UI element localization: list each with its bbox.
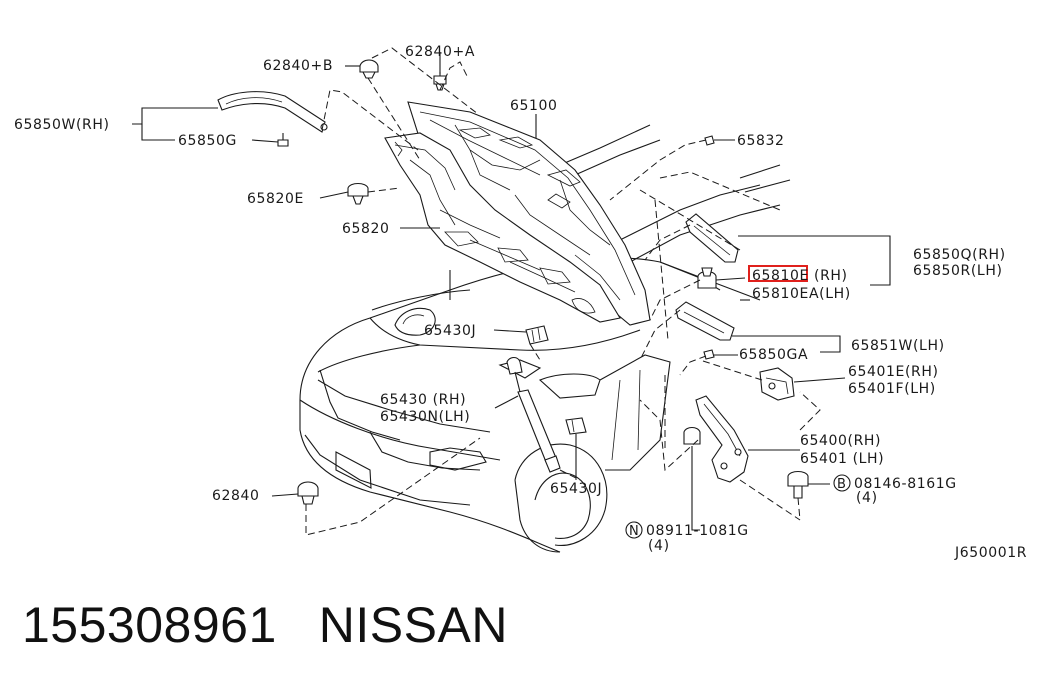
label-65850w: 65850W(RH) <box>14 117 110 133</box>
clip-65850g <box>277 133 289 147</box>
bolt-marker-circle <box>833 474 851 492</box>
label-65820: 65820 <box>342 221 390 237</box>
label-65832: 65832 <box>737 133 785 149</box>
side-moulding-65851w <box>675 301 735 341</box>
nut-marker-circle <box>625 521 643 539</box>
label-62840-b: 62840+B <box>263 58 333 74</box>
bolt-08146 <box>787 470 809 499</box>
hood-stay-65430 <box>506 356 561 473</box>
hood-hinge-65400 <box>683 395 749 483</box>
label-65430: 65430 (RH) <box>380 392 466 408</box>
stay-rest-65430j-top <box>525 325 549 345</box>
clip-62840 <box>297 481 319 505</box>
pin-65832 <box>704 135 735 146</box>
label-65851w: 65851W(LH) <box>851 338 945 354</box>
caption-brand: NISSAN <box>318 597 508 653</box>
leader-lines <box>132 52 891 531</box>
label-08146-marker: B <box>837 477 847 492</box>
caption-part-number: 155308961 <box>22 597 277 653</box>
label-08911: 08911-1081G <box>646 523 749 539</box>
label-65100: 65100 <box>510 98 558 114</box>
hood-lock-65401e <box>759 367 795 401</box>
hood-front-moulding <box>217 91 328 133</box>
label-65850r: 65850R(LH) <box>913 263 1003 279</box>
label-08911-marker: N <box>629 524 639 539</box>
hood-insulator <box>384 132 621 323</box>
highlight-box <box>748 265 808 282</box>
label-65430j-top: 65430J <box>424 323 476 339</box>
caption: 155308961 NISSAN <box>22 596 550 654</box>
label-65810e: 65810E (RH) <box>752 268 848 284</box>
label-08911-qty: (4) <box>648 538 670 554</box>
label-65400: 65400(RH) <box>800 433 881 449</box>
label-65850g: 65850G <box>178 133 237 149</box>
hood-assembly-diagram: 62840+B 62840+A 65850W(RH) 65850G 65100 … <box>14 44 1027 561</box>
label-65430j-bottom: 65430J <box>550 481 602 497</box>
label-65401f: 65401F(LH) <box>848 381 936 397</box>
label-08146: 08146-8161G <box>854 476 957 492</box>
label-65430n: 65430N(LH) <box>380 409 470 425</box>
stay-rest-65430j-bottom <box>565 417 587 435</box>
label-65850q: 65850Q(RH) <box>913 247 1006 263</box>
part-labels: 62840+B 62840+A 65850W(RH) 65850G 65100 … <box>14 44 1027 561</box>
clip-65820e <box>347 182 369 205</box>
label-65810ea: 65810EA(LH) <box>752 286 851 302</box>
clip-62840-b <box>359 59 379 79</box>
clip-65810e <box>697 267 717 289</box>
label-62840-a: 62840+A <box>405 44 475 60</box>
label-62840: 62840 <box>212 488 260 504</box>
clip-65850ga <box>703 349 715 360</box>
label-65401e: 65401E(RH) <box>848 364 939 380</box>
side-moulding-65850q <box>685 213 739 263</box>
label-08146-qty: (4) <box>856 490 878 506</box>
label-65820e: 65820E <box>247 191 304 207</box>
label-65401: 65401 (LH) <box>800 451 884 467</box>
label-65850ga: 65850GA <box>739 347 808 363</box>
diagram-reference-code: J650001R <box>954 545 1027 561</box>
